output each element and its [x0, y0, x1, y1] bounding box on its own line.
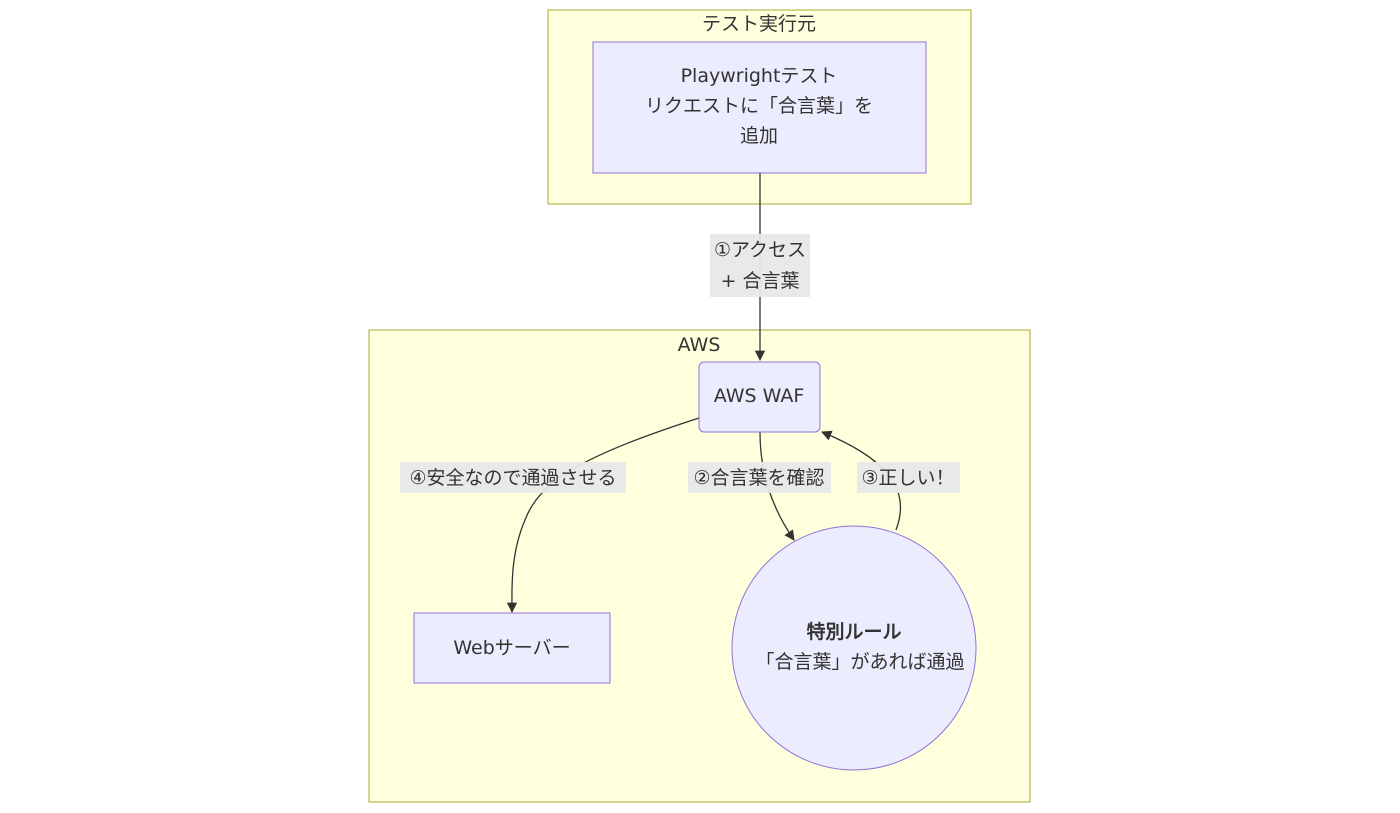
- access-line-1: ①アクセス: [714, 239, 806, 261]
- access-line-2: + 合言葉: [721, 270, 800, 292]
- node-playwright: Playwrightテスト リクエストに「合言葉」を 追加: [592, 41, 927, 174]
- playwright-line-3: 追加: [740, 125, 778, 147]
- special-rule-title: 特別ルール: [806, 621, 901, 643]
- playwright-line-1: Playwrightテスト: [681, 65, 838, 87]
- pass-label: ④安全なので通過させる: [409, 467, 616, 489]
- edge-label-pass: ④安全なので通過させる: [400, 462, 626, 493]
- cluster-aws-label: AWS: [678, 334, 721, 356]
- playwright-line-2: リクエストに「合言葉」を: [645, 95, 873, 117]
- cluster-test-origin-label: テスト実行元: [702, 13, 816, 35]
- edge-label-correct: ③正しい！: [857, 462, 960, 493]
- correct-label: ③正しい！: [861, 467, 954, 489]
- node-aws-waf: AWS WAF: [698, 361, 821, 433]
- special-rule-subtitle: 「合言葉」があれば通過: [755, 651, 964, 673]
- node-special-rule: 特別ルール 「合言葉」があれば通過: [731, 525, 977, 771]
- check-label: ②合言葉を確認: [693, 467, 824, 489]
- edge-pass: [506, 417, 700, 614]
- edge-label-check: ②合言葉を確認: [688, 462, 831, 493]
- aws-waf-label: AWS WAF: [714, 385, 805, 407]
- edge-label-access: ①アクセス + 合言葉: [710, 234, 810, 297]
- web-server-label: Webサーバー: [453, 637, 570, 659]
- node-web-server: Webサーバー: [413, 612, 611, 684]
